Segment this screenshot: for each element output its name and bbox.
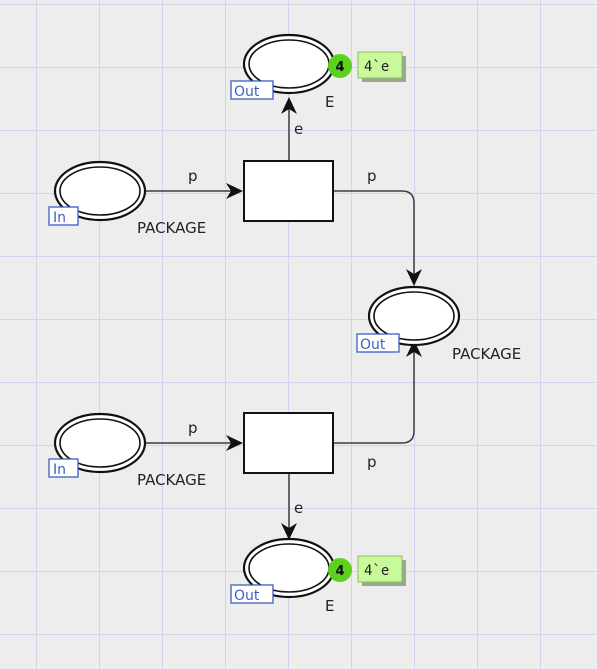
arc-inscription: e <box>294 120 303 138</box>
arc-transition-bottom-to-out-middle[interactable] <box>334 340 422 444</box>
arc-inscription: p <box>188 167 198 185</box>
place-out-middle[interactable] <box>367 285 461 347</box>
svg-text:In: In <box>53 210 66 226</box>
place-in-top[interactable] <box>53 160 147 222</box>
transition-top[interactable] <box>243 160 334 222</box>
place-type-label: E <box>325 93 334 111</box>
arc-transition-bottom-to-out-bottom[interactable] <box>281 473 297 540</box>
svg-text:Out: Out <box>234 588 260 604</box>
port-tag-out: Out <box>230 584 274 604</box>
place-type-label: PACKAGE <box>452 345 521 363</box>
transition-bottom[interactable] <box>243 412 334 474</box>
arc-inscription: p <box>367 453 377 471</box>
arc-inscription: e <box>294 499 303 517</box>
svg-text:Out: Out <box>234 84 260 100</box>
token-count-badge: 4 <box>328 54 352 78</box>
arc-in-top-to-transition-top[interactable] <box>146 183 243 199</box>
token-count-badge: 4 <box>328 558 352 582</box>
place-type-label: PACKAGE <box>137 219 206 237</box>
place-type-label: PACKAGE <box>137 471 206 489</box>
svg-text:4: 4 <box>335 60 344 75</box>
svg-text:Out: Out <box>360 337 386 353</box>
place-in-bottom[interactable] <box>53 412 147 474</box>
port-tag-in: In <box>48 458 79 478</box>
svg-text:4`e: 4`e <box>364 563 389 579</box>
port-tag-out: Out <box>356 333 400 353</box>
arc-inscription: p <box>188 419 198 437</box>
marking-label: 4`e <box>357 555 406 586</box>
arc-inscription: p <box>367 167 377 185</box>
port-tag-out: Out <box>230 80 274 100</box>
marking-label: 4`e <box>357 51 406 82</box>
arc-transition-top-to-out-middle[interactable] <box>334 190 422 286</box>
arc-in-bottom-to-transition-bottom[interactable] <box>146 435 243 451</box>
svg-text:4`e: 4`e <box>364 59 389 75</box>
svg-text:In: In <box>53 462 66 478</box>
port-tag-in: In <box>48 206 79 226</box>
svg-text:4: 4 <box>335 564 344 579</box>
arc-transition-top-to-out-top[interactable] <box>281 97 297 161</box>
place-type-label: E <box>325 597 334 615</box>
